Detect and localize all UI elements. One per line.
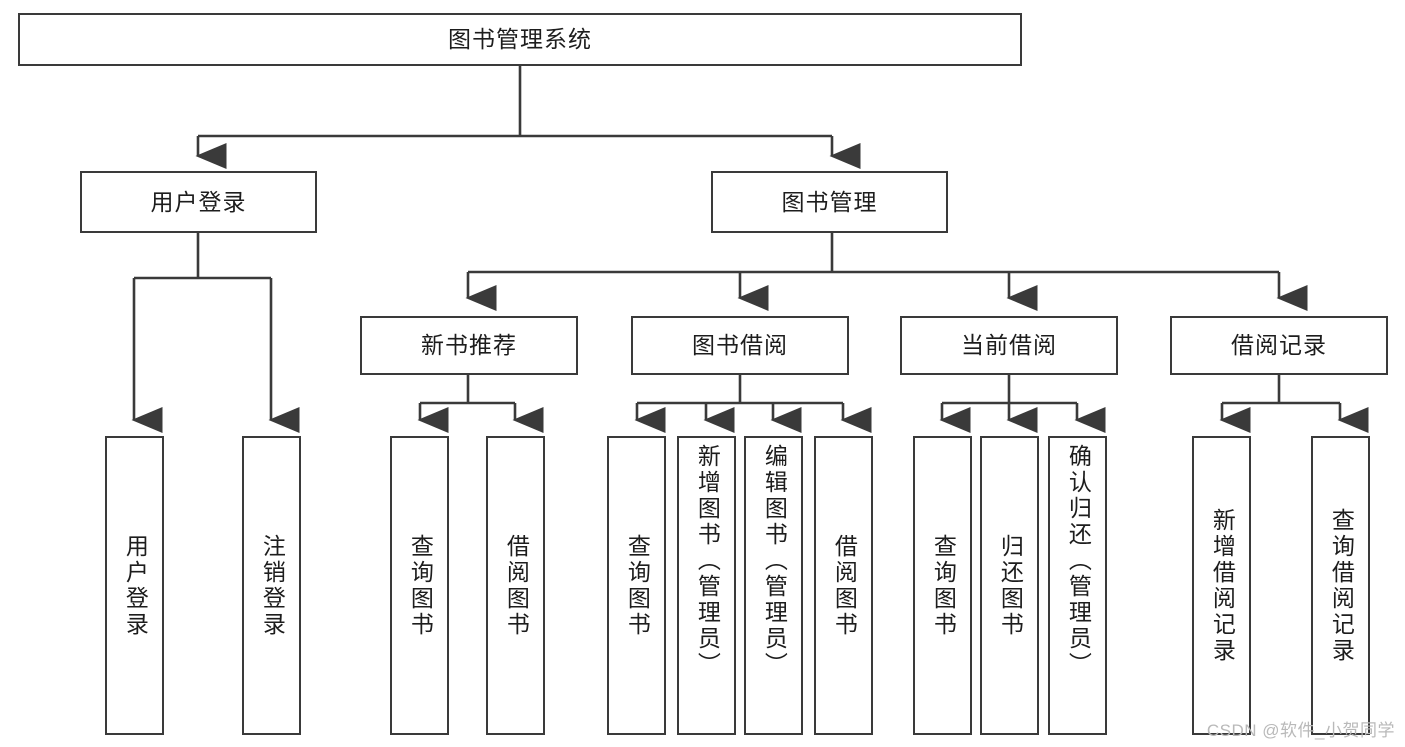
node-root[interactable]: 图书管理系统: [18, 13, 1022, 66]
node-current-borrow[interactable]: 当前借阅: [900, 316, 1118, 375]
node-borrow-record[interactable]: 借阅记录: [1170, 316, 1388, 375]
node-user-login[interactable]: 用户登录: [80, 171, 317, 233]
node-leaf-query-borrow-record-label: 查询借阅记录: [1328, 507, 1355, 664]
node-current-borrow-label: 当前借阅: [961, 332, 1057, 359]
node-leaf-add-borrow-record[interactable]: 新增借阅记录: [1192, 436, 1251, 735]
node-new-book-recommend[interactable]: 新书推荐: [360, 316, 578, 375]
node-leaf-logout-login-label: 注销登录: [259, 533, 286, 638]
node-leaf-borrow-book-2-label: 借阅图书: [831, 533, 858, 638]
node-leaf-borrow-book-1[interactable]: 借阅图书: [486, 436, 545, 735]
node-root-label: 图书管理系统: [448, 26, 592, 53]
node-book-management[interactable]: 图书管理: [711, 171, 948, 233]
node-leaf-return-book-label: 归还图书: [997, 533, 1024, 638]
node-leaf-query-borrow-record[interactable]: 查询借阅记录: [1311, 436, 1370, 735]
node-leaf-add-book-admin[interactable]: 新增图书（管理员）: [677, 436, 736, 735]
node-user-login-label: 用户登录: [150, 188, 247, 215]
node-leaf-add-book-admin-label: 新增图书（管理员）: [694, 444, 721, 678]
node-leaf-query-book-3[interactable]: 查询图书: [913, 436, 972, 735]
node-book-management-label: 图书管理: [781, 188, 878, 215]
node-borrow-record-label: 借阅记录: [1231, 332, 1327, 359]
node-leaf-query-book-2-label: 查询图书: [624, 533, 651, 638]
node-leaf-confirm-return-admin[interactable]: 确认归还（管理员）: [1048, 436, 1107, 735]
node-leaf-add-borrow-record-label: 新增借阅记录: [1209, 507, 1236, 664]
node-leaf-edit-book-admin-label: 编辑图书（管理员）: [761, 444, 788, 678]
node-book-borrow-label: 图书借阅: [692, 332, 788, 359]
node-leaf-query-book-1-label: 查询图书: [407, 533, 434, 638]
node-leaf-borrow-book-1-label: 借阅图书: [503, 533, 530, 638]
node-leaf-query-book-1[interactable]: 查询图书: [390, 436, 449, 735]
node-book-borrow[interactable]: 图书借阅: [631, 316, 849, 375]
node-leaf-query-book-3-label: 查询图书: [930, 533, 957, 638]
node-leaf-logout-login[interactable]: 注销登录: [242, 436, 301, 735]
node-leaf-edit-book-admin[interactable]: 编辑图书（管理员）: [744, 436, 803, 735]
node-leaf-return-book[interactable]: 归还图书: [980, 436, 1039, 735]
node-leaf-user-login[interactable]: 用户登录: [105, 436, 164, 735]
node-leaf-user-login-label: 用户登录: [122, 533, 149, 638]
node-new-book-recommend-label: 新书推荐: [421, 332, 517, 359]
node-leaf-borrow-book-2[interactable]: 借阅图书: [814, 436, 873, 735]
node-leaf-query-book-2[interactable]: 查询图书: [607, 436, 666, 735]
node-leaf-confirm-return-admin-label: 确认归还（管理员）: [1065, 444, 1092, 678]
